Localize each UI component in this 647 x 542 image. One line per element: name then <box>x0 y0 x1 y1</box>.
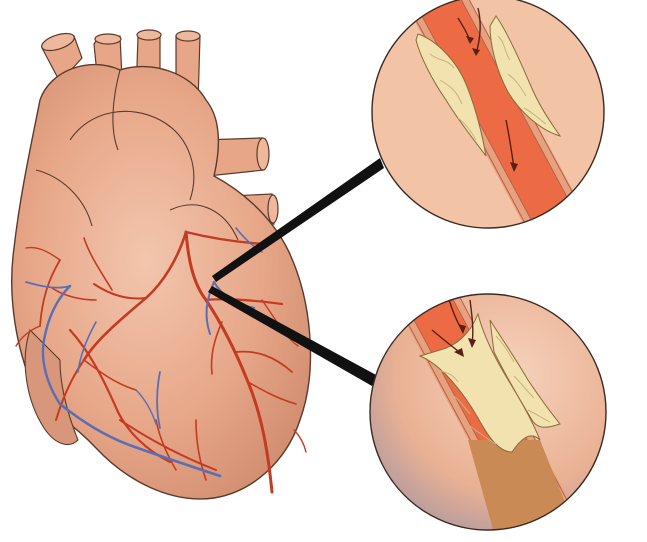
coronary-arteries <box>15 230 307 494</box>
inset-blocked-artery <box>369 293 607 531</box>
heart <box>11 29 312 500</box>
callout-connectors <box>208 158 384 386</box>
inset-narrowed-artery <box>371 0 605 229</box>
